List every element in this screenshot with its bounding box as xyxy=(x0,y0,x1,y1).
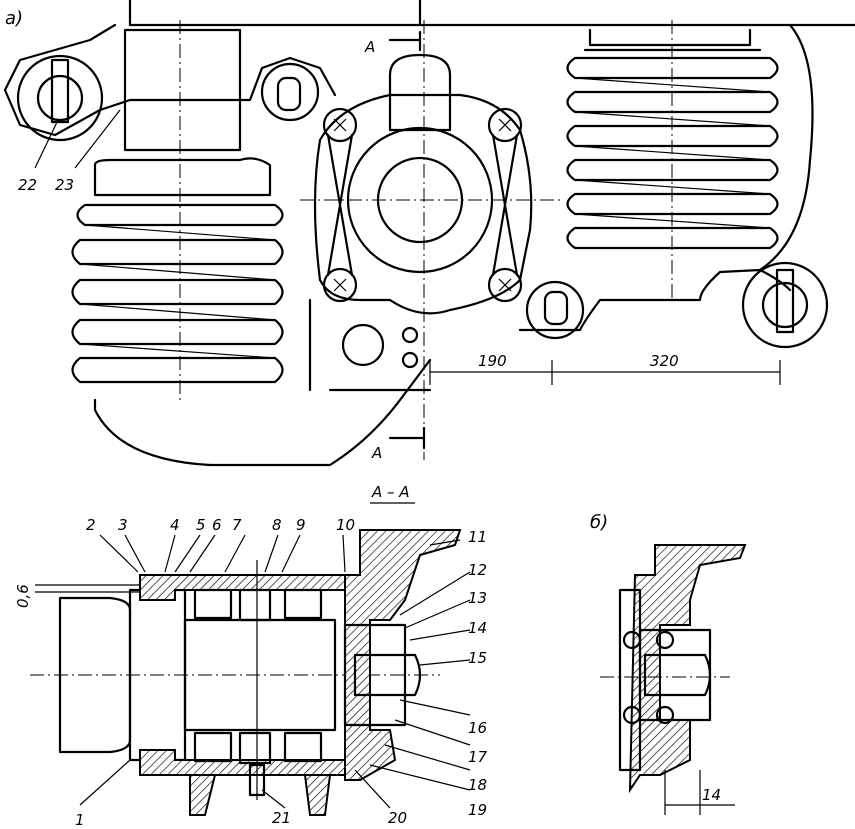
housing-top xyxy=(139,574,346,601)
spring-cup-upper xyxy=(123,28,242,152)
callout-21: 21 xyxy=(272,809,291,827)
axle-box-body xyxy=(300,20,560,460)
callout-10: 10 xyxy=(336,516,355,534)
view-a-label: а) xyxy=(5,8,23,29)
pin-right xyxy=(741,261,829,349)
callout-14: 14 xyxy=(468,619,487,637)
spring-left xyxy=(71,157,284,384)
pin-middle xyxy=(260,62,585,340)
section-mark-bottom: А xyxy=(371,444,382,462)
callout-3: 3 xyxy=(118,516,128,534)
dim-320: 320 xyxy=(650,352,679,370)
bolt-hole xyxy=(341,323,385,367)
callout-8: 8 xyxy=(272,516,282,534)
lower-housing xyxy=(93,298,432,467)
callout-23: 23 xyxy=(55,176,74,194)
section-title: А – А xyxy=(371,483,410,501)
callout-1: 1 xyxy=(75,811,85,829)
view-b xyxy=(600,544,747,815)
callout-2: 2 xyxy=(86,516,96,534)
front-cover xyxy=(344,529,462,781)
callout-12: 12 xyxy=(468,561,487,579)
dim-190: 190 xyxy=(478,352,507,370)
hangers xyxy=(322,107,523,303)
callout-22: 22 xyxy=(18,176,37,194)
pin-left xyxy=(16,54,104,142)
view-a-side xyxy=(3,0,855,467)
callout-15: 15 xyxy=(468,649,487,667)
callout-19: 19 xyxy=(468,801,487,819)
callout-7: 7 xyxy=(232,516,242,534)
section-mark-top: А xyxy=(364,38,375,56)
frame-outline xyxy=(3,0,855,137)
callout-18: 18 xyxy=(468,776,487,794)
spring-right xyxy=(566,20,779,300)
section-aa xyxy=(30,502,471,816)
axle-end xyxy=(353,653,422,697)
view-b-label: б) xyxy=(590,512,608,533)
callout-6: 6 xyxy=(212,516,222,534)
callout-4: 4 xyxy=(170,516,180,534)
spring-left-upper xyxy=(123,20,242,400)
callout-20: 20 xyxy=(388,809,407,827)
axle-journal xyxy=(58,596,132,754)
dim-0-6: 0,6 xyxy=(14,584,32,608)
callout-5: 5 xyxy=(196,516,206,534)
view-b-cover xyxy=(628,544,747,794)
callout-13: 13 xyxy=(468,589,487,607)
callout-11: 11 xyxy=(468,528,487,546)
callout-17: 17 xyxy=(468,748,488,766)
dim-14: 14 xyxy=(702,786,721,804)
callout-9: 9 xyxy=(296,516,306,534)
callout-16: 16 xyxy=(468,719,487,737)
